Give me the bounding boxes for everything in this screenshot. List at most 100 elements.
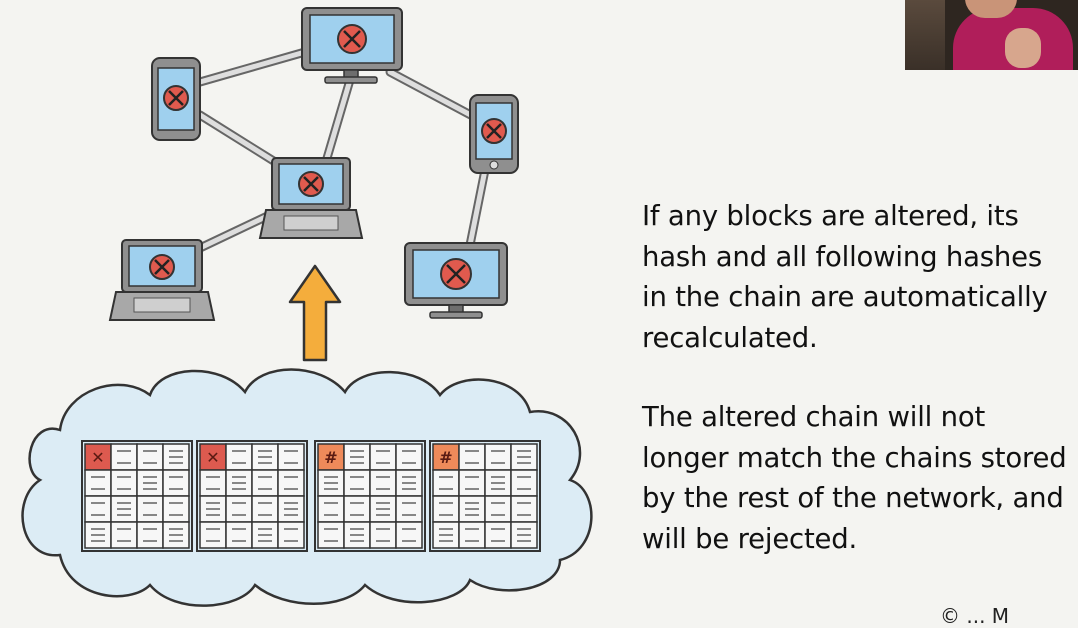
block-cell [343, 495, 371, 523]
block-cell [110, 521, 138, 549]
block-cell [484, 521, 512, 549]
cell-lines [439, 476, 453, 490]
cell-lines [439, 528, 453, 542]
block-cell [510, 443, 538, 471]
cell-lines [143, 502, 157, 516]
block-cell [199, 469, 227, 497]
cell-lines [232, 528, 246, 542]
block-cell [317, 521, 345, 549]
cell-lines [517, 502, 531, 516]
cell-lines [91, 528, 105, 542]
laptop-left-icon [108, 239, 216, 321]
block-cell [84, 469, 112, 497]
cell-lines [439, 502, 453, 516]
cell-lines [91, 476, 105, 490]
block-frame [429, 440, 541, 552]
reject-x-circle-icon [337, 24, 367, 54]
credit-text: © ... M [940, 604, 1010, 628]
cell-lines [143, 476, 157, 490]
block-cell [162, 469, 190, 497]
block-cell [251, 469, 279, 497]
altered-hash-cell [84, 443, 112, 471]
block-cell [84, 495, 112, 523]
block-cell [343, 521, 371, 549]
cell-lines [491, 450, 505, 464]
block-cell [395, 443, 423, 471]
block-cell [225, 443, 253, 471]
explanation-paragraph-2: The altered chain will not longer match … [642, 401, 1067, 555]
cell-lines [376, 528, 390, 542]
cell-lines [117, 528, 131, 542]
cell-lines [117, 476, 131, 490]
block-cell [136, 521, 164, 549]
block-cell [225, 521, 253, 549]
cell-lines [402, 528, 416, 542]
reject-x-circle-icon [481, 118, 507, 144]
cell-lines [350, 476, 364, 490]
block-cell [510, 495, 538, 523]
cell-lines [169, 528, 183, 542]
upload-arrow-icon [288, 264, 342, 362]
altered-hash-cell [432, 443, 460, 471]
cell-lines [402, 502, 416, 516]
cell-lines [169, 502, 183, 516]
block-cell [136, 495, 164, 523]
cell-lines [232, 502, 246, 516]
block-cell [432, 469, 460, 497]
cell-lines [402, 476, 416, 490]
cell-lines [91, 502, 105, 516]
block-cell [110, 469, 138, 497]
block-3: # [314, 440, 426, 552]
block-cell [251, 495, 279, 523]
cell-lines [169, 476, 183, 490]
altered-mark: ✕ [91, 448, 104, 467]
cell-lines [402, 450, 416, 464]
block-cell [458, 469, 486, 497]
block-cell [369, 469, 397, 497]
altered-mark: ✕ [206, 448, 219, 467]
cell-lines [169, 450, 183, 464]
block-cell [277, 469, 305, 497]
cell-lines [143, 450, 157, 464]
block-cell [317, 495, 345, 523]
block-cell [199, 521, 227, 549]
cell-lines [206, 476, 220, 490]
cell-lines [376, 476, 390, 490]
network-diagram: ✕ ✕ # # [21, 7, 593, 607]
altered-mark: # [439, 448, 452, 467]
cell-lines [465, 502, 479, 516]
cell-lines [284, 528, 298, 542]
cell-lines [232, 450, 246, 464]
reject-x-circle-icon [163, 85, 189, 111]
cell-lines [517, 450, 531, 464]
block-cell [277, 443, 305, 471]
cell-lines [258, 502, 272, 516]
block-2: ✕ [196, 440, 308, 552]
block-cell [369, 443, 397, 471]
block-1: ✕ [81, 440, 193, 552]
reject-x-circle-icon [298, 171, 324, 197]
block-cell [432, 495, 460, 523]
cell-lines [324, 528, 338, 542]
reject-x-circle-icon [440, 258, 472, 290]
block-cell [277, 521, 305, 549]
cell-lines [284, 450, 298, 464]
cell-lines [117, 502, 131, 516]
altered-hash-cell [317, 443, 345, 471]
explanation-paragraph-1: If any blocks are altered, its hash and … [642, 200, 1048, 354]
block-frame [196, 440, 308, 552]
altered-mark: # [324, 448, 337, 467]
cell-lines [258, 476, 272, 490]
block-frame [314, 440, 426, 552]
cell-lines [465, 476, 479, 490]
cell-lines [232, 476, 246, 490]
cell-lines [491, 528, 505, 542]
block-cell [369, 521, 397, 549]
block-cell [458, 443, 486, 471]
monitor-top-icon [301, 7, 403, 84]
cell-lines [517, 528, 531, 542]
cell-lines [143, 528, 157, 542]
block-cell [395, 521, 423, 549]
block-cell [343, 469, 371, 497]
cell-lines [324, 502, 338, 516]
